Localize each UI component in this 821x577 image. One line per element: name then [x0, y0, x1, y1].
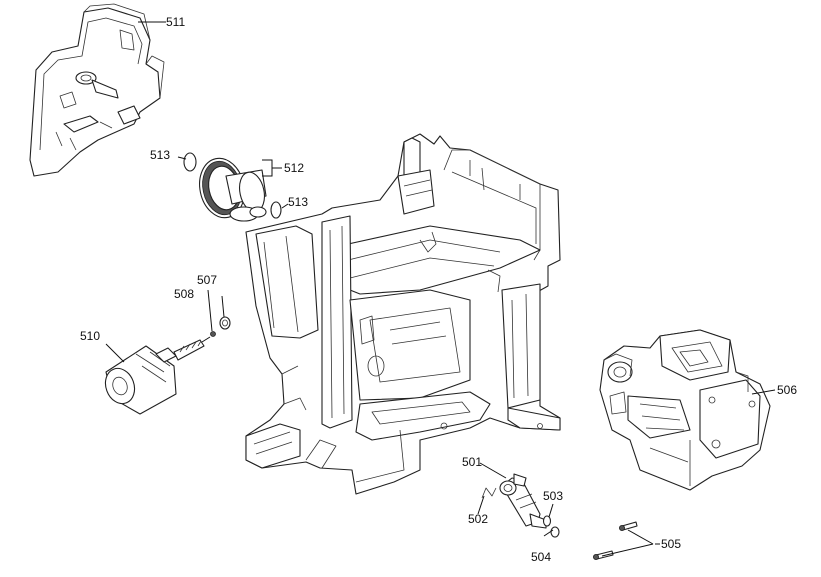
part-513-ring-lower	[270, 201, 282, 219]
label-513-lower: 513	[288, 195, 308, 209]
label-507: 507	[197, 273, 217, 287]
part-505-screws	[593, 521, 638, 561]
part-511-side-cover	[29, 3, 165, 177]
part-508-washer	[210, 331, 216, 337]
main-housing-frame	[245, 133, 561, 495]
label-510: 510	[80, 329, 100, 343]
part-506-brew-unit	[599, 329, 771, 491]
part-513-ring-upper	[183, 152, 197, 172]
label-501: 501	[462, 455, 482, 469]
part-510-motor	[104, 336, 211, 415]
part-512-gear	[199, 157, 267, 222]
leader-lines	[105, 21, 776, 557]
part-504-ring	[550, 526, 560, 538]
label-503: 503	[543, 489, 563, 503]
label-505: 505	[661, 537, 681, 551]
label-508: 508	[174, 287, 194, 301]
part-502-clip	[481, 487, 497, 499]
label-504: 504	[531, 550, 551, 564]
label-512: 512	[284, 161, 304, 175]
label-511: 511	[166, 15, 185, 29]
part-501-valve	[499, 473, 547, 529]
label-502: 502	[468, 512, 488, 526]
label-506: 506	[777, 383, 797, 397]
label-513-upper: 513	[150, 148, 170, 162]
part-503-ring	[542, 515, 552, 527]
part-507-bushing	[219, 316, 231, 330]
